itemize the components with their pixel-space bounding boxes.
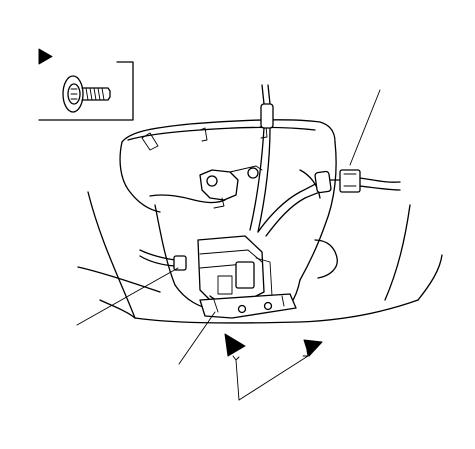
bolt-markers [224,333,323,361]
leader-connector-left [76,267,179,326]
bolt-marker-triangle-b [303,339,323,357]
leader-connector-right [349,89,381,166]
mount-clip [199,293,297,319]
flange-bolt-icon [62,75,111,113]
upper-clip [199,165,263,209]
latch-assembly [197,235,291,306]
harness-connector [257,169,401,237]
leader-bolts-b [238,355,309,401]
leader-clip-lower [178,311,216,365]
callout-leaders [76,89,381,401]
vehicle-body-panel [77,191,443,324]
inset-triangle-marker [38,48,53,65]
inset-frame [38,61,134,121]
bolt-marker-triangle-a [224,333,246,357]
cable-top [249,84,274,233]
left-connector [139,249,187,271]
bolt-inset [38,48,134,121]
leader-bolts-a [235,359,240,401]
